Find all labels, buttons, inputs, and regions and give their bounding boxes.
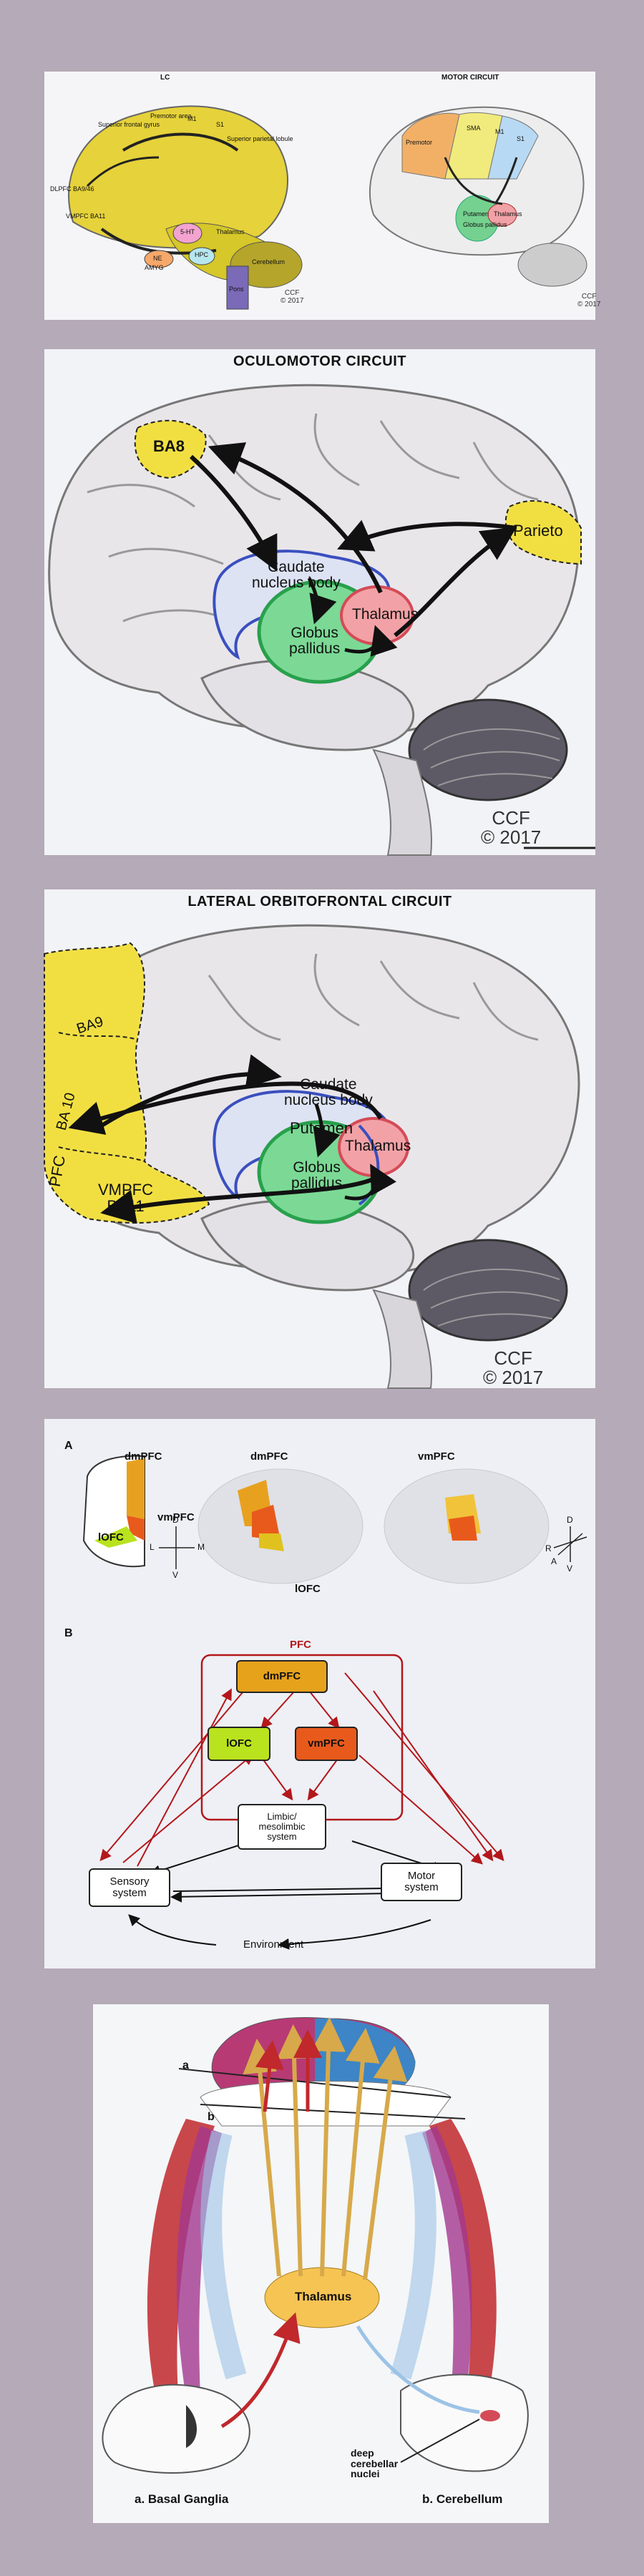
label-thalamus-left: Thalamus: [216, 228, 245, 235]
box-lofc: lOFC: [208, 1727, 270, 1761]
label-environment: Environment: [243, 1938, 304, 1951]
panel-lateral-orbitofrontal: LATERAL ORBITOFRONTAL CIRCUIT BA9 BA 10 …: [44, 889, 595, 1389]
label-s1: S1: [216, 121, 225, 128]
label-5ht: 5-HT: [180, 228, 195, 235]
label-dlpfc: DLPFC BA9/46: [50, 185, 94, 192]
label-lofc-1: lOFC: [98, 1531, 124, 1543]
box-dmpfc: dmPFC: [236, 1660, 328, 1693]
box-motor: Motor system: [381, 1863, 462, 1901]
panel1-illustration: [68, 105, 587, 310]
label-sma: SMA: [467, 125, 481, 132]
box-vmpfc: vmPFC: [295, 1727, 358, 1761]
label-premotor: Premotor: [406, 139, 433, 146]
panel1-right-title: MOTOR CIRCUIT: [441, 74, 499, 82]
label-superior-frontal-gyrus: Superior frontal gyrus: [98, 121, 160, 128]
label-globus-right: Globus pallidus: [463, 221, 507, 228]
axis-v: V: [172, 1570, 179, 1580]
label-vmpfc-1: vmPFC: [157, 1511, 195, 1523]
panel1-left-ccf: CCF © 2017: [280, 289, 304, 305]
label-dmpfc-1: dmPFC: [125, 1450, 162, 1463]
axis-l: L: [150, 1542, 155, 1552]
pfc-systems-illustration: [82, 1455, 587, 1950]
label-m1: M1: [187, 115, 197, 122]
lofc-ccf: CCF © 2017: [483, 1347, 544, 1389]
oculomotor-ccf: CCF © 2017: [481, 807, 542, 849]
label-ba8: BA8: [153, 437, 185, 455]
panel-pfc-systems: A dmPFC vmPFC lOFC dmPFC lOFC vmPFC D V …: [44, 1419, 595, 1968]
label-parieto: Parieto: [513, 522, 563, 540]
box-limbic: Limbic/ mesolimbic system: [238, 1804, 326, 1850]
panel1-right-ccf: CCF © 2017: [577, 293, 601, 308]
oculomotor-illustration: [48, 384, 595, 856]
label-globus-oculomotor: Globus pallidus: [289, 625, 341, 658]
basal-ganglia-cerebellum-illustration: [102, 2017, 529, 2474]
label-a-panel4: A: [64, 1440, 73, 1452]
label-s1-right: S1: [517, 135, 525, 142]
label-b-panel4: B: [64, 1627, 73, 1639]
axis3-v: V: [567, 1563, 573, 1574]
label-thalamus-oculomotor: Thalamus: [352, 606, 419, 623]
label-putamen-right: Putamen: [463, 210, 489, 218]
label-thalamus-right: Thalamus: [494, 210, 522, 218]
axis3-r: R: [545, 1543, 552, 1553]
label-basal-ganglia: a. Basal Ganglia: [135, 2492, 229, 2506]
panel-oculomotor: OCULOMOTOR CIRCUIT BA8 Caudate nucleus b…: [44, 349, 595, 856]
box-sensory: Sensory system: [89, 1868, 170, 1907]
label-putamen-lofc: Putamen: [290, 1119, 353, 1137]
label-vmpfc: VMPFC BA11: [66, 213, 106, 220]
label-m1-right: M1: [495, 128, 504, 135]
label-cerebellum-lower: b. Cerebellum: [422, 2492, 503, 2506]
lateral-orbitofrontal-illustration: [44, 924, 580, 1389]
label-amyg: AMYG: [145, 264, 164, 271]
label-premotor-area: Premotor area: [150, 112, 192, 119]
panel1-left-title: LC: [160, 74, 170, 82]
label-caudate-lofc: Caudate nucleus body: [284, 1076, 373, 1109]
label-b-lower: b: [208, 2111, 215, 2123]
label-hpc: HPC: [195, 251, 209, 258]
axis-d: D: [172, 1515, 179, 1525]
label-a-lower: a: [182, 2059, 189, 2072]
label-vmpfc-3: vmPFC: [418, 1450, 455, 1463]
label-thalamus-lower: Thalamus: [295, 2290, 352, 2303]
label-cerebellum: Cerebellum: [252, 258, 286, 265]
label-caudate-oculomotor: Caudate nucleus body: [252, 559, 341, 592]
label-globus-lofc: Globus pallidus: [291, 1159, 343, 1192]
axis3-a: A: [551, 1556, 557, 1566]
label-deep-cerebellar-nuclei: deep cerebellar nuclei: [351, 2447, 399, 2480]
label-ne: NE: [153, 255, 162, 262]
label-pons: Pons: [229, 286, 244, 293]
label-thalamus-lofc: Thalamus: [345, 1138, 411, 1154]
axis-m: M: [197, 1542, 205, 1552]
label-dmpfc-2: dmPFC: [250, 1450, 288, 1463]
panel-lc-motor: LC MOTOR CIRCUIT Superior frontal gyrus …: [44, 72, 600, 320]
label-lofc-2: lOFC: [295, 1583, 321, 1595]
panel-basal-ganglia-cerebellum: a b Thalamus deep cerebellar nuclei a. B…: [93, 2004, 549, 2523]
label-pfc-box: PFC: [290, 1639, 311, 1651]
axis3-d: D: [567, 1515, 573, 1525]
label-vmpfc-lofc: VMPFC BA11: [98, 1181, 153, 1216]
oculomotor-title: OCULOMOTOR CIRCUIT: [233, 353, 406, 369]
label-superior-parietal-lobule: Superior parietal lobule: [227, 135, 293, 142]
lateral-orbitofrontal-title: LATERAL ORBITOFRONTAL CIRCUIT: [187, 894, 452, 909]
